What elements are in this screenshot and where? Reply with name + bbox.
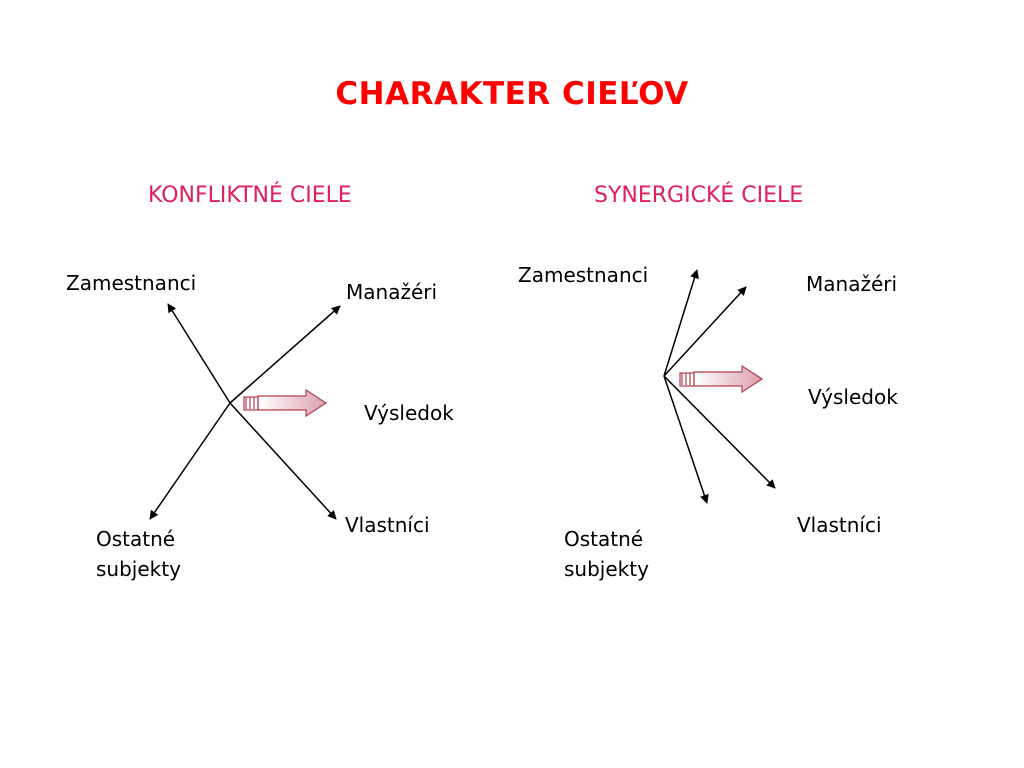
synergy-diagram xyxy=(663,269,776,504)
left-heading: KONFLIKTNÉ CIELE xyxy=(148,183,352,208)
arrow-to-managers-left xyxy=(229,305,341,404)
arrow-to-others-left xyxy=(149,402,231,520)
right-label-result: Výsledok xyxy=(808,385,898,409)
right-label-employees: Zamestnanci xyxy=(518,263,649,287)
arrow-to-others-right xyxy=(663,375,709,504)
page-title: CHARAKTER CIEĽOV xyxy=(335,76,689,112)
result-arrow-left xyxy=(243,388,328,418)
left-label-owners: Vlastníci xyxy=(345,513,430,537)
right-heading: SYNERGICKÉ CIELE xyxy=(594,183,804,208)
conflict-diagram xyxy=(149,303,341,520)
right-label-others-line2: subjekty xyxy=(564,557,649,581)
left-label-managers: Manažéri xyxy=(346,280,438,304)
arrow-to-managers-right xyxy=(663,286,747,377)
right-label-others: Ostatné subjekty xyxy=(564,524,649,584)
left-label-others: Ostatné subjekty xyxy=(96,524,181,584)
arrow-to-employees-left xyxy=(167,303,231,404)
left-label-employees: Zamestnanci xyxy=(66,271,197,295)
arrow-to-owners-left xyxy=(229,402,337,520)
left-label-others-line1: Ostatné xyxy=(96,527,176,551)
right-label-others-line1: Ostatné xyxy=(564,527,644,551)
left-label-result: Výsledok xyxy=(364,401,454,425)
right-label-owners: Vlastníci xyxy=(797,513,882,537)
left-label-others-line2: subjekty xyxy=(96,557,181,581)
result-arrow-right xyxy=(679,364,764,394)
right-label-managers: Manažéri xyxy=(806,272,898,296)
arrow-to-employees-right xyxy=(663,269,699,377)
arrow-to-owners-right xyxy=(663,375,776,489)
